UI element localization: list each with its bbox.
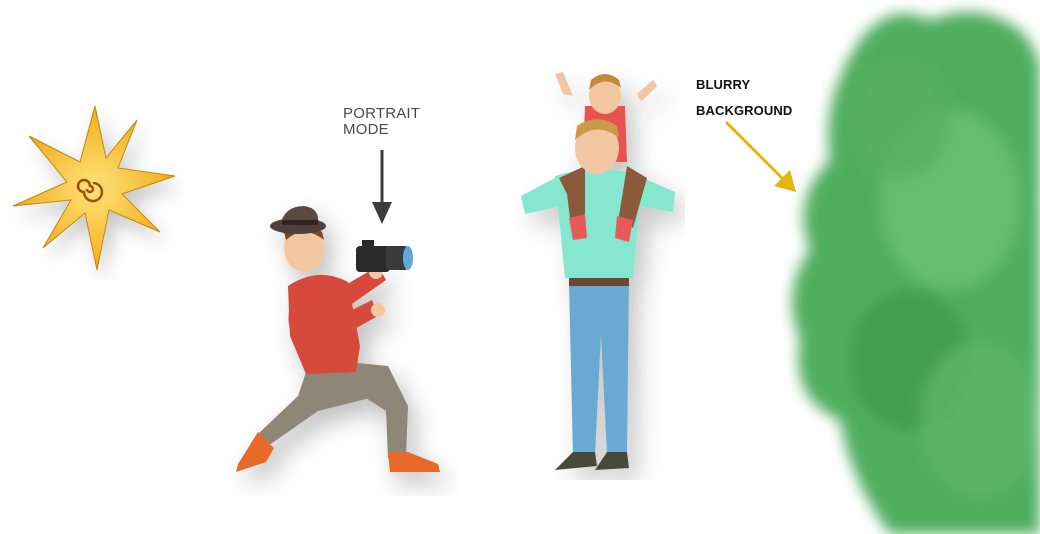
blurry-background-label: BLURRY BACKGROUND	[696, 72, 792, 124]
sun-icon	[5, 100, 185, 280]
photographer-figure	[228, 196, 458, 496]
parent-with-child-figure	[515, 66, 685, 480]
blurry-tree	[780, 0, 1040, 534]
portrait-mode-label: PORTRAIT MODE	[343, 106, 420, 138]
portrait-mode-line-2: MODE	[343, 122, 420, 138]
portrait-mode-line-1: PORTRAIT	[343, 106, 420, 122]
camera-icon	[356, 240, 413, 272]
tree-icon	[780, 0, 1040, 534]
blurry-background-line-1: BLURRY	[696, 72, 792, 98]
